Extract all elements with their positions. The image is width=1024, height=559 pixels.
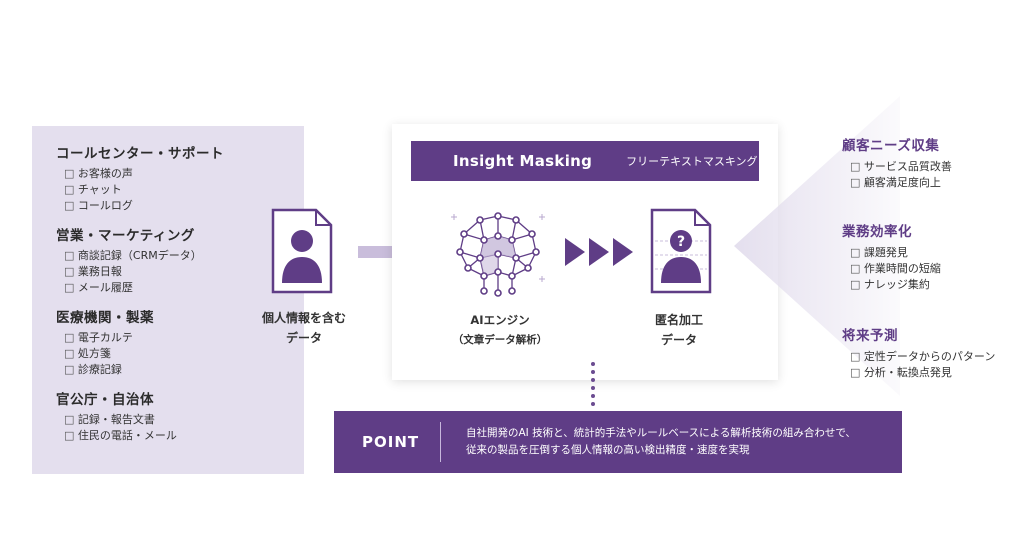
point-text: 自社開発のAI 技術と、統計的手法やルールベースによる解析技術の組み合わせで、 … [466, 425, 856, 459]
outcome-item: 分析・転換点発見 [842, 365, 995, 381]
ai-engine-label: AIエンジン （文章データ解析） [432, 310, 568, 350]
source-item: 診療記録 [56, 362, 304, 378]
source-item: お客様の声 [56, 166, 304, 182]
outcome-group: 顧客ニーズ収集 サービス品質改善 顧客満足度向上 [842, 134, 952, 191]
point-text-line1: 自社開発のAI 技術と、統計的手法やルールベースによる解析技術の組み合わせで、 [466, 427, 856, 439]
product-title: Insight Masking [453, 152, 593, 170]
ai-engine-title: AIエンジン [470, 313, 530, 327]
source-item: チャット [56, 182, 304, 198]
ai-brain-network-icon [451, 212, 545, 297]
source-item: メール履歴 [56, 280, 304, 296]
outcome-title: 将来予測 [842, 328, 898, 344]
outcome-item: 課題発見 [842, 245, 941, 261]
source-item: コールログ [56, 198, 304, 214]
point-divider [440, 422, 441, 462]
product-subtitle: フリーテキストマスキング [626, 155, 758, 168]
chevron-right-icons [565, 238, 633, 266]
insight-masking-box: Insight Masking フリーテキストマスキング [392, 124, 778, 380]
point-banner: POINT 自社開発のAI 技術と、統計的手法やルールベースによる解析技術の組み… [334, 411, 902, 473]
source-category-title: 営業・マーケティング [56, 228, 195, 244]
anonymized-document-icon: ? [650, 208, 712, 294]
source-item: 記録・報告文書 [56, 412, 304, 428]
outcome-item: 顧客満足度向上 [842, 175, 952, 191]
output-doc-label-line1: 匿名加工 [654, 313, 703, 327]
outcome-item: ナレッジ集約 [842, 277, 941, 293]
outcome-item: 作業時間の短縮 [842, 261, 941, 277]
point-text-line2: 従来の製品を圧倒する個人情報の高い検出精度・速度を実現 [466, 444, 750, 456]
ai-engine-subtitle: （文章データ解析） [452, 334, 548, 346]
source-category: 官公庁・自治体 記録・報告文書 住民の電話・メール [56, 388, 304, 444]
source-item: 処方箋 [56, 346, 304, 362]
data-sources-panel: コールセンター・サポート お客様の声 チャット コールログ 営業・マーケティング… [32, 126, 304, 474]
outcome-item: 定性データからのパターン [842, 349, 995, 365]
source-item: 住民の電話・メール [56, 428, 304, 444]
source-category: 営業・マーケティング 商談記録（CRMデータ） 業務日報 メール履歴 [56, 224, 304, 296]
source-category-title: 官公庁・自治体 [56, 392, 154, 408]
source-category: 医療機関・製薬 電子カルテ 処方箋 診療記録 [56, 306, 304, 378]
personal-data-document-icon [271, 208, 333, 294]
source-item: 業務日報 [56, 264, 304, 280]
output-doc-label-line2: データ [660, 333, 697, 347]
outcome-title: 業務効率化 [842, 224, 912, 240]
input-doc-label-line1: 個人情報を含む [261, 311, 346, 325]
outcome-title: 顧客ニーズ収集 [842, 138, 940, 154]
svg-text:?: ? [677, 234, 685, 250]
source-category-title: 医療機関・製薬 [56, 310, 154, 326]
output-doc-label: 匿名加工 データ [624, 310, 734, 350]
outcome-item: サービス品質改善 [842, 159, 952, 175]
source-item: 商談記録（CRMデータ） [56, 248, 304, 264]
outcome-group: 業務効率化 課題発見 作業時間の短縮 ナレッジ集約 [842, 220, 941, 293]
dotted-connector [591, 362, 595, 410]
source-category: コールセンター・サポート お客様の声 チャット コールログ [56, 142, 304, 214]
input-doc-label-line2: データ [285, 331, 322, 345]
source-item: 電子カルテ [56, 330, 304, 346]
point-label: POINT [362, 433, 420, 451]
outcome-group: 将来予測 定性データからのパターン 分析・転換点発見 [842, 324, 995, 381]
input-doc-label: 個人情報を含む データ [244, 308, 364, 348]
source-category-title: コールセンター・サポート [56, 146, 224, 162]
insight-masking-header: Insight Masking フリーテキストマスキング [411, 141, 759, 181]
